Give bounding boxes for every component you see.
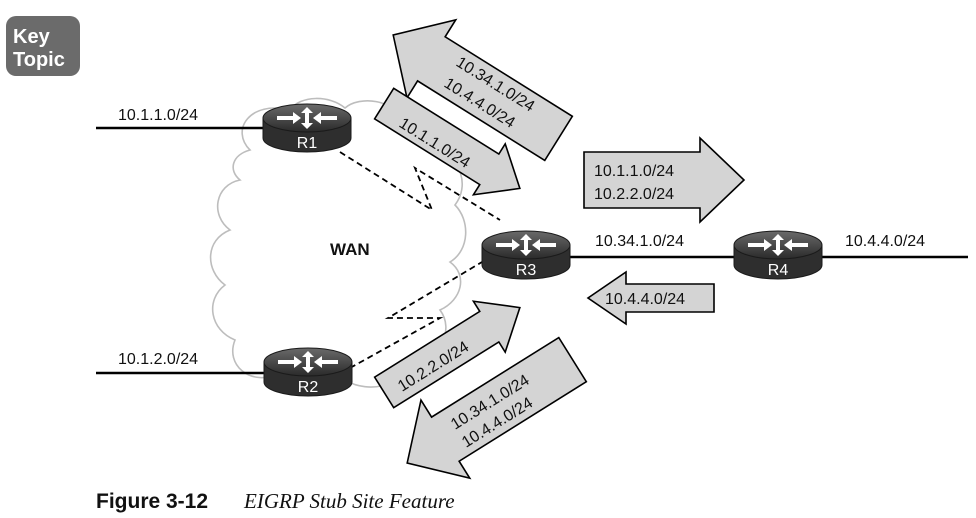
router-r1-label: R1 [297,135,318,152]
router-r3-label: R3 [516,262,537,279]
router-r4-label: R4 [768,262,789,279]
r1-network-label: 10.1.1.0/24 [118,107,198,124]
router-r3: R3 [481,230,571,280]
figure-title: EIGRP Stub Site Feature [243,489,455,513]
arrow-updates-to-r1 [392,18,574,162]
router-r2: R2 [263,347,353,397]
arrow-r4-to-r3-label: 10.4.4.0/24 [605,291,685,308]
router-r2-label: R2 [298,379,319,396]
key-topic-badge: Key Topic [6,16,80,76]
wan-cloud: WAN [209,97,467,394]
r2-network-label: 10.1.2.0/24 [118,351,198,368]
arrow-updates-to-r4 [583,136,746,224]
r3-r4-link-label: 10.34.1.0/24 [595,233,684,250]
wan-label: WAN [330,240,370,259]
arrow-r1-to-r3 [373,87,521,196]
figure-number: Figure 3-12 [96,490,208,513]
r2-r3-wan-link [349,261,483,369]
r1-r3-wan-link [339,151,501,221]
r4-network-label: 10.4.4.0/24 [845,233,925,250]
arrow-updates-to-r2 [406,336,588,480]
badge-line1: Key [13,26,51,48]
arrow-r2-to-r3 [373,300,521,409]
arrow-to-r4-line2: 10.2.2.0/24 [594,186,674,203]
arrow-r4-to-r3 [586,270,715,326]
badge-line2: Topic [13,49,65,71]
router-r4: R4 [733,230,823,280]
figure-caption: Figure 3-12 EIGRP Stub Site Feature [96,489,455,513]
arrow-to-r4-line1: 10.1.1.0/24 [594,163,674,180]
router-r1: R1 [262,103,352,153]
